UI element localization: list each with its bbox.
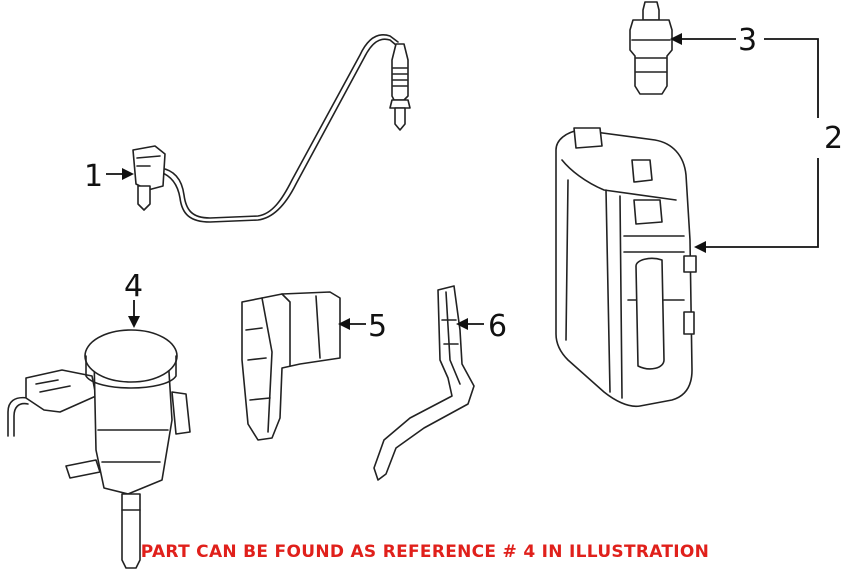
callout-1-leader <box>106 168 134 180</box>
part-1-sensor-cable <box>132 34 411 223</box>
callout-3: 3 <box>738 23 757 58</box>
callout-2-bracket <box>694 38 819 253</box>
callout-3-leader <box>670 33 736 45</box>
reference-note: PART CAN BE FOUND AS REFERENCE # 4 IN IL… <box>140 542 710 562</box>
callout-6-leader <box>456 318 484 330</box>
part-6-bracket <box>373 285 475 481</box>
callout-2: 2 <box>824 121 843 156</box>
callout-6: 6 <box>488 309 507 344</box>
part-3-valve <box>629 1 673 95</box>
part-5-sensor <box>241 291 341 441</box>
callout-4: 4 <box>124 269 143 304</box>
part-2-canister <box>555 127 697 408</box>
callout-5-leader <box>338 318 366 330</box>
callout-5: 5 <box>368 309 387 344</box>
callout-4-leader <box>128 300 140 328</box>
part-4-purge-valve <box>7 329 191 569</box>
callout-1: 1 <box>84 159 103 194</box>
